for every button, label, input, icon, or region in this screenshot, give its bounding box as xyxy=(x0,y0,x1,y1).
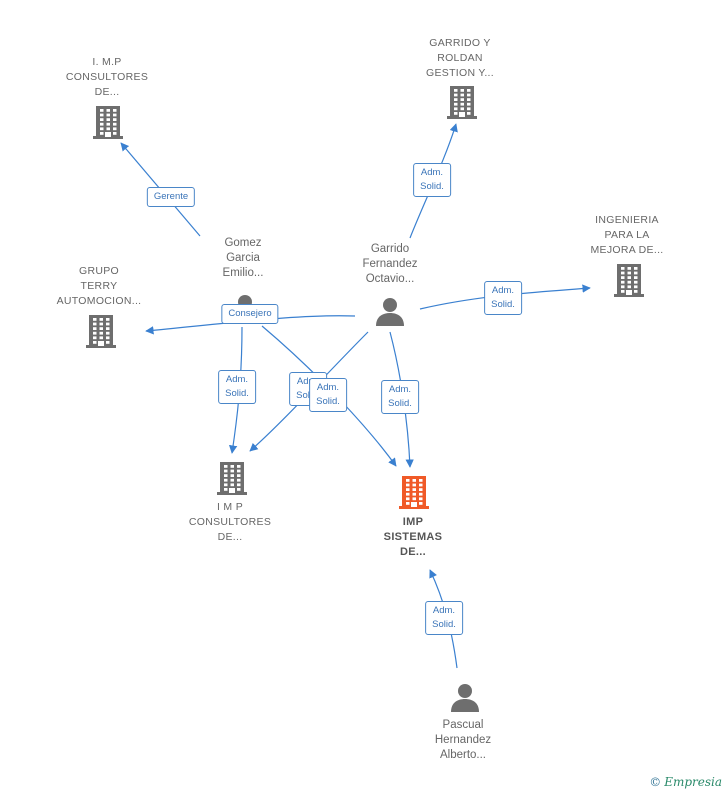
imp_sistemas-label[interactable]: IMP SISTEMAS DE... xyxy=(383,516,443,558)
garrido-label[interactable]: Garrido Fernandez Octavio... xyxy=(362,243,418,285)
edge-label-pascual-to-imp_sistemas[interactable]: Adm. Solid. xyxy=(425,601,463,635)
garrido_roldan-label[interactable]: GARRIDO Y ROLDAN GESTION Y... xyxy=(426,37,494,79)
edge-label-gomez-to-imp_consultores_mid[interactable]: Adm. Solid. xyxy=(218,370,256,404)
imp_sistemas-building-icon[interactable] xyxy=(399,475,429,514)
imp_consultores_mid-label[interactable]: I M P CONSULTORES DE... xyxy=(188,501,272,543)
imp_consultores_top-building-icon[interactable] xyxy=(93,105,123,144)
ingenieria-building-icon[interactable] xyxy=(614,263,644,302)
footer-brand: ©Empresia xyxy=(649,775,722,789)
pascual-person-icon[interactable] xyxy=(450,682,480,717)
edge-label-gomez-to-imp_consultores_top[interactable]: Gerente xyxy=(146,187,196,207)
imp_consultores_mid-building-icon[interactable] xyxy=(217,461,247,500)
garrido_roldan-building-icon[interactable] xyxy=(447,85,477,124)
edge-label-garrido-to-imp_sistemas[interactable]: Adm. Solid. xyxy=(381,380,419,414)
grupo_terry-building-icon[interactable] xyxy=(86,314,116,353)
gomez-label[interactable]: Gomez Garcia Emilio... xyxy=(222,237,264,279)
edge-label-garrido-to-imp_consultores_mid[interactable]: Adm. Solid. xyxy=(309,378,347,412)
grupo_terry-label[interactable]: GRUPO TERRY AUTOMOCION... xyxy=(56,265,142,307)
copyright-symbol: © xyxy=(649,775,662,789)
edge-label-garrido-to-garrido_roldan[interactable]: Adm. Solid. xyxy=(413,163,451,197)
imp_consultores_top-label[interactable]: I. M.P CONSULTORES DE... xyxy=(65,56,149,98)
edge-label-gomez-to-grupo_terry[interactable]: Consejero xyxy=(221,304,279,324)
garrido-person-icon[interactable] xyxy=(375,296,405,331)
ingenieria-label[interactable]: INGENIERIA PARA LA MEJORA DE... xyxy=(590,214,664,256)
pascual-label[interactable]: Pascual Hernandez Alberto... xyxy=(434,719,492,761)
brand-name: Empresia xyxy=(664,775,722,789)
edge-label-garrido-to-ingenieria[interactable]: Adm. Solid. xyxy=(484,281,522,315)
